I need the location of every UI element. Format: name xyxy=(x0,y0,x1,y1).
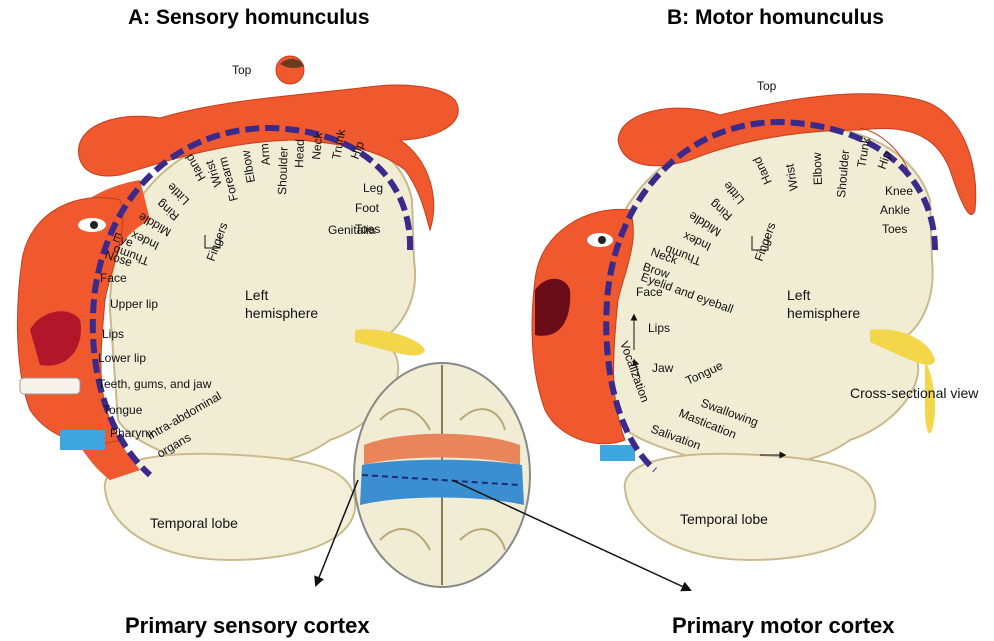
sensory-top-label: Top xyxy=(232,63,252,77)
motor-label-ankle: Ankle xyxy=(880,203,910,217)
sensory-label-leg: Leg xyxy=(363,181,383,195)
motor-hemisphere-line2: hemisphere xyxy=(787,305,860,321)
sensory-hemisphere-line2: hemisphere xyxy=(245,305,318,321)
motor-label-lips: Lips xyxy=(648,321,670,335)
sensory-label-face: Face xyxy=(100,271,127,285)
sensory-hemisphere-line1: Left xyxy=(245,287,268,303)
motor-temporal-lobe: Temporal lobe xyxy=(680,511,768,527)
sensory-temporal-lobe: Temporal lobe xyxy=(150,515,238,531)
motor-label-jaw: Jaw xyxy=(652,361,674,375)
motor-label-elbow: Elbow xyxy=(810,152,825,185)
motor-top-label: Top xyxy=(757,79,777,93)
sensory-label-arm: Arm xyxy=(257,143,273,166)
sensory-label-lower-lip: Lower lip xyxy=(98,351,146,365)
sensory-label-shoulder: Shoulder xyxy=(275,147,291,196)
sensory-label-neck: Neck xyxy=(309,131,325,160)
top-view-brain xyxy=(354,363,530,587)
sensory-label-tongue: Tongue xyxy=(103,403,143,417)
sensory-label-upper-lip: Upper lip xyxy=(110,297,158,311)
sensory-label-foot: Foot xyxy=(355,201,380,215)
sensory-label-genitalia: Genitalia xyxy=(328,223,376,237)
motor-label-toes: Toes xyxy=(882,222,907,236)
sensory-label-head: Head xyxy=(292,139,307,168)
sensory-label-teeth: Teeth, gums, and jaw xyxy=(98,377,212,391)
motor-label-face: Face xyxy=(636,285,663,299)
motor-hemisphere-line1: Left xyxy=(787,287,810,303)
motor-label-knee: Knee xyxy=(885,184,913,198)
motor-cross-section: Cross-sectional view xyxy=(850,385,979,401)
sensory-label-lips: Lips xyxy=(102,327,124,341)
